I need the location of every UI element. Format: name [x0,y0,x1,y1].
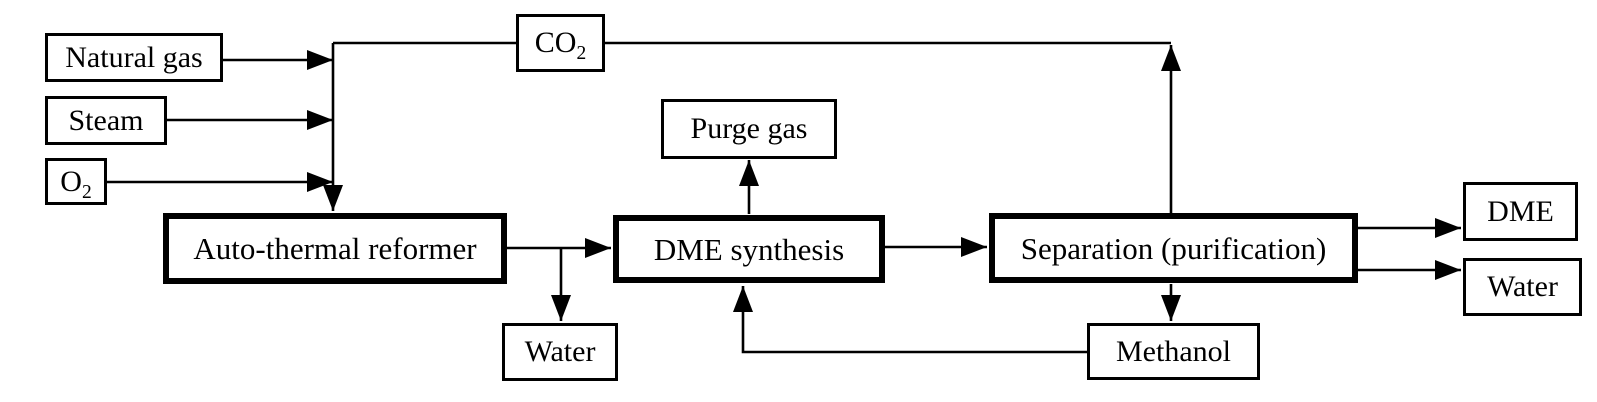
node-dme-product-label: DME [1487,194,1554,228]
node-water-from-reformer: Water [502,323,618,381]
node-auto-thermal-reformer-label: Auto-thermal reformer [193,231,477,266]
node-co2-label: CO2 [534,26,587,64]
node-auto-thermal-reformer: Auto-thermal reformer [163,213,507,284]
node-natural-gas-label: Natural gas [65,40,203,74]
node-o2: O2 [45,158,107,205]
node-purge-gas-label: Purge gas [690,112,808,145]
node-water-from-reformer-label: Water [524,335,596,368]
node-water-product: Water [1463,258,1582,316]
node-o2-label: O2 [60,164,92,203]
node-steam: Steam [45,96,167,145]
node-methanol-label: Methanol [1116,334,1231,368]
node-purge-gas: Purge gas [661,99,837,159]
node-dme-product: DME [1463,182,1578,241]
node-water-product-label: Water [1487,270,1558,303]
node-co2: CO2 [516,14,605,72]
node-separation-label: Separation (purification) [1020,230,1327,266]
node-separation: Separation (purification) [989,213,1358,283]
node-steam-label: Steam [68,103,144,137]
node-dme-synthesis-label: DME synthesis [653,231,845,267]
node-natural-gas: Natural gas [45,33,223,82]
node-dme-synthesis: DME synthesis [613,215,885,283]
node-methanol: Methanol [1087,323,1260,380]
